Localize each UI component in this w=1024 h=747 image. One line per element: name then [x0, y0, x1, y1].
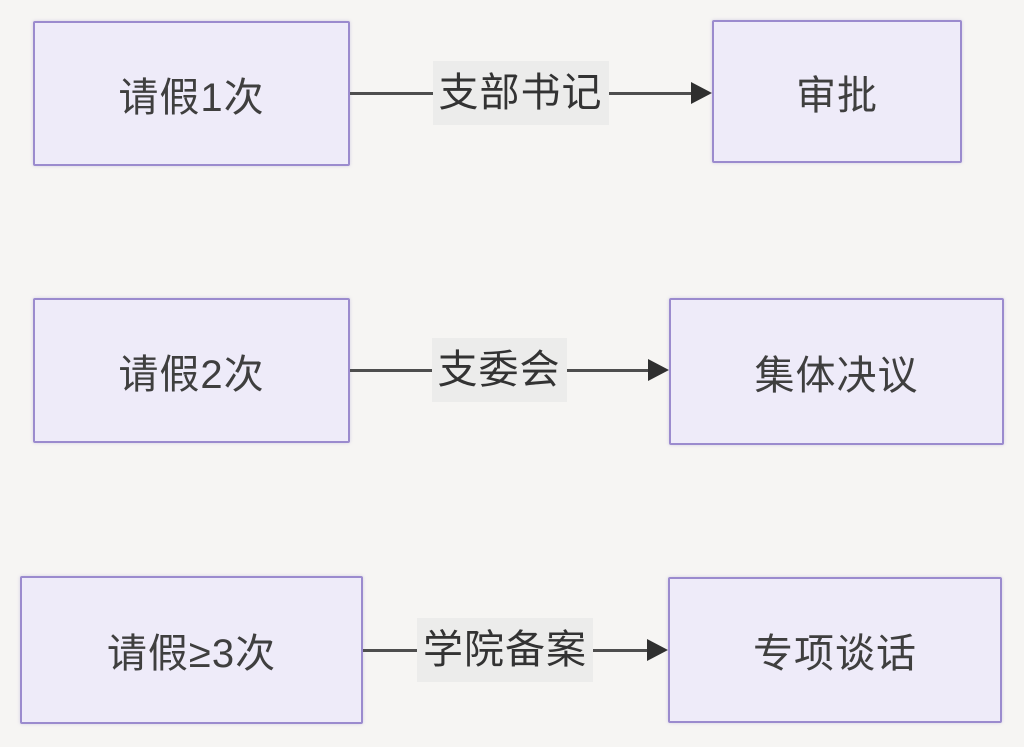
flow-node-collective-resolution: 集体决议 [669, 298, 1004, 445]
edge-label-branch-secretary: 支部书记 [432, 61, 609, 125]
edge-line [608, 91, 691, 95]
flow-edge-row1: 支部书记 [350, 61, 712, 125]
edge-line [593, 648, 647, 652]
flow-node-leave-once: 请假1次 [33, 21, 350, 166]
arrowhead-right-icon [647, 639, 668, 661]
arrowhead-right-icon [648, 359, 669, 381]
flow-node-special-talk: 专项谈话 [668, 577, 1002, 723]
edge-label-college-filing: 学院备案 [417, 618, 593, 682]
edge-line [350, 368, 432, 372]
flow-node-approval: 审批 [712, 20, 962, 163]
arrowhead-right-icon [691, 82, 712, 104]
flow-node-leave-three-or-more: 请假≥3次 [20, 576, 363, 724]
edge-label-branch-committee: 支委会 [431, 338, 567, 402]
edge-line [350, 91, 433, 95]
flow-node-leave-twice: 请假2次 [33, 298, 350, 443]
flow-edge-row2: 支委会 [350, 338, 669, 402]
edge-line [363, 648, 417, 652]
edge-line [566, 368, 648, 372]
flow-edge-row3: 学院备案 [363, 618, 668, 682]
